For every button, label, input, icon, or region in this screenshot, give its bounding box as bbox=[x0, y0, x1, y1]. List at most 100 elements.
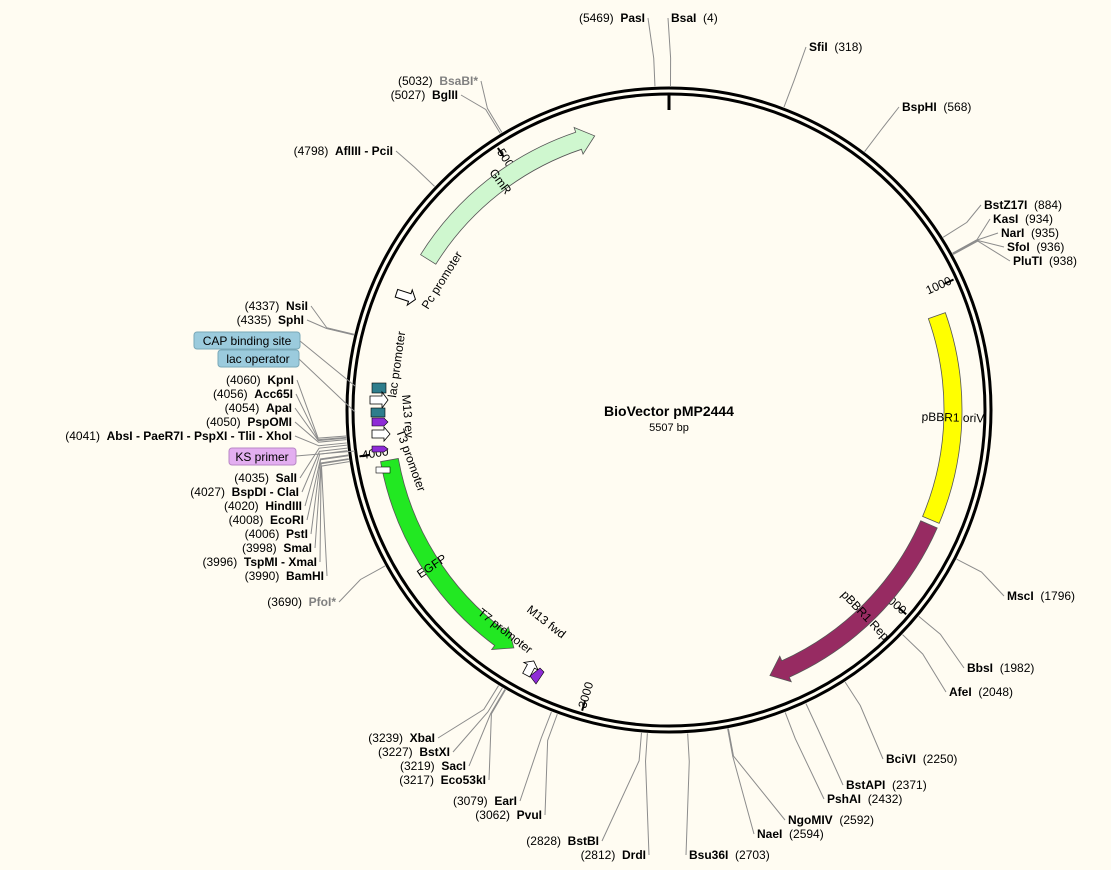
site-name: NsiI bbox=[286, 299, 308, 313]
site-position: (4027) bbox=[190, 485, 225, 499]
tick-3000 bbox=[581, 700, 586, 711]
site-leader bbox=[667, 17, 672, 87]
site-label: SfiI (318) bbox=[809, 40, 862, 54]
site-position: (3079) bbox=[453, 794, 488, 808]
site-leader bbox=[544, 713, 558, 816]
site-label: (5032) BsaBI* bbox=[398, 74, 478, 88]
lac-promoter-label: lac promoter bbox=[385, 330, 408, 398]
site-leader bbox=[437, 685, 499, 739]
site-name: PluTI bbox=[1013, 254, 1042, 268]
site-name: BspHI bbox=[902, 100, 937, 114]
site-position: (935) bbox=[1031, 226, 1059, 240]
site-label: (2812) DrdI bbox=[581, 848, 646, 862]
ks-primer-shape bbox=[371, 445, 389, 453]
ks-primer-text: KS primer bbox=[235, 450, 288, 464]
site-label: BbsI (1982) bbox=[967, 661, 1034, 675]
site-name: EarI bbox=[494, 794, 517, 808]
site-name: ApaI bbox=[266, 401, 292, 415]
site-name: AfeI bbox=[949, 685, 972, 699]
site-leader bbox=[956, 558, 1005, 597]
site-position: (938) bbox=[1049, 254, 1077, 268]
site-label: (3227) BstXI bbox=[378, 745, 450, 759]
pbbr1-oriv-label: pBBR1 oriV bbox=[921, 410, 984, 426]
site-leader bbox=[805, 703, 844, 786]
site-position: (568) bbox=[943, 100, 971, 114]
m13-rev-primer-shape bbox=[371, 417, 389, 427]
pbbr1-rep-arrow bbox=[769, 520, 938, 683]
t3-promoter-arrow bbox=[371, 425, 391, 443]
site-name: BciVI bbox=[886, 752, 916, 766]
site-name: PshAI bbox=[827, 792, 861, 806]
site-name: NgoMIV bbox=[788, 813, 833, 827]
site-label: (4020) HindIII bbox=[224, 499, 302, 513]
site-leader bbox=[320, 461, 350, 577]
lac-operator-box: lac operator bbox=[217, 349, 300, 368]
site-leader bbox=[395, 150, 435, 187]
lac-operator-shape bbox=[370, 407, 386, 418]
site-leader bbox=[296, 379, 347, 439]
m13-fwd-primer-shape bbox=[529, 667, 545, 685]
site-leader bbox=[468, 689, 506, 767]
site-leader bbox=[294, 407, 347, 442]
site-label: PluTI (938) bbox=[1013, 254, 1077, 268]
site-name: BsaBI* bbox=[439, 74, 478, 88]
site-label: (3690) PfoI* bbox=[267, 595, 336, 609]
tick-2000 bbox=[897, 606, 907, 616]
site-position: (1796) bbox=[1040, 589, 1075, 603]
lac-promoter-arrow bbox=[369, 390, 389, 410]
site-leader bbox=[864, 106, 900, 152]
site-leader bbox=[488, 689, 506, 781]
site-name: SphI bbox=[278, 313, 304, 327]
site-leader bbox=[783, 46, 807, 108]
site-leader bbox=[685, 733, 690, 856]
site-label: (3219) SacI bbox=[400, 759, 466, 773]
site-name: SmaI bbox=[283, 541, 312, 555]
site-position: (3990) bbox=[245, 569, 280, 583]
site-position: (2432) bbox=[868, 792, 903, 806]
site-label: (3239) XbaI bbox=[368, 731, 435, 745]
site-leader bbox=[338, 565, 386, 603]
m13-rev-label: M13 rev bbox=[399, 394, 417, 438]
site-label: (4056) Acc65I bbox=[213, 387, 293, 401]
site-leader bbox=[727, 728, 755, 835]
site-position: (2594) bbox=[789, 827, 824, 841]
site-leader bbox=[294, 435, 347, 447]
site-position: (1982) bbox=[1000, 661, 1035, 675]
site-position: (4006) bbox=[245, 527, 280, 541]
site-name: SacI bbox=[441, 759, 466, 773]
site-leader bbox=[319, 458, 349, 563]
site-position: (4) bbox=[703, 11, 718, 25]
egfp-start-shape bbox=[375, 466, 391, 474]
site-position: (5027) bbox=[391, 88, 426, 102]
site-label: (2828) BstBI bbox=[526, 834, 599, 848]
site-position: (3217) bbox=[399, 773, 434, 787]
site-label: NgoMIV (2592) bbox=[788, 813, 874, 827]
site-position: (3239) bbox=[368, 731, 403, 745]
site-leader bbox=[295, 393, 347, 441]
site-position: (3998) bbox=[242, 541, 277, 555]
site-position: (5032) bbox=[398, 74, 433, 88]
site-label: (4041) AbsI - PaeR7I - PspXI - TliI - Xh… bbox=[65, 429, 292, 443]
site-name: BsaI bbox=[671, 11, 696, 25]
site-label: BspHI (568) bbox=[902, 100, 971, 114]
site-leader bbox=[314, 458, 349, 549]
gmr-arrow bbox=[420, 126, 596, 265]
site-label: (4054) ApaI bbox=[225, 401, 292, 415]
site-name: EcoRI bbox=[270, 513, 304, 527]
site-name: NarI bbox=[1001, 226, 1024, 240]
site-label: (4035) SalI bbox=[234, 471, 297, 485]
site-label: (5469) PasI bbox=[579, 11, 645, 25]
site-label: (4008) EcoRI bbox=[229, 513, 304, 527]
site-position: (4798) bbox=[294, 144, 329, 158]
site-position: (3227) bbox=[378, 745, 413, 759]
site-name: AflIII - PciI bbox=[335, 144, 393, 158]
site-position: (4035) bbox=[234, 471, 269, 485]
site-leader bbox=[647, 17, 656, 87]
plasmid-length: 5507 bp bbox=[649, 422, 689, 434]
site-name: TspMI - XmaI bbox=[244, 555, 317, 569]
site-position: (4335) bbox=[237, 313, 272, 327]
site-position: (3219) bbox=[400, 759, 435, 773]
site-label: (4335) SphI bbox=[237, 313, 304, 327]
site-position: (4337) bbox=[245, 299, 280, 313]
